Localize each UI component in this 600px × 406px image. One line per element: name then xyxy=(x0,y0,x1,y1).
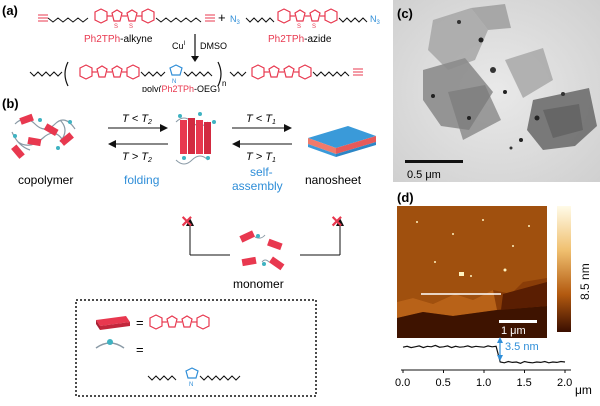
svg-text:N3: N3 xyxy=(370,14,381,26)
monomer-label: monomer xyxy=(233,277,284,291)
panel-b: (b) copolymer T < T2 T > T2 folding xyxy=(0,92,390,401)
x-tick-label: 2.0 xyxy=(557,377,572,389)
alkyne-name: Ph2TPh-alkyne xyxy=(84,34,153,45)
folded-stack-illustration xyxy=(175,112,216,165)
repeat-n: n xyxy=(222,79,226,88)
self-assembly-arrows xyxy=(232,124,292,148)
polymer-name: poly(Ph2TPh-OEG) xyxy=(142,84,220,92)
copolymer-illustration xyxy=(11,113,76,159)
self-assembly-label-line2: assembly xyxy=(232,179,283,193)
profile-x-unit: μm xyxy=(575,383,592,397)
x-tick-label: 1.0 xyxy=(476,377,491,389)
x-tick-label: 1.5 xyxy=(517,377,532,389)
svg-text:N3: N3 xyxy=(230,14,241,26)
panel-d: (d) 1 μm 8.5 nm 0.0 0.5 1.0 1.5 2.0 xyxy=(393,182,600,401)
panel-c-label: (c) xyxy=(397,6,413,21)
assembly-reverse-condition: T > T1 xyxy=(246,151,276,164)
monomer-pathway xyxy=(186,218,344,256)
azide-monomer-structure: N3 S S N3 xyxy=(230,8,381,30)
triazole-n-label: N xyxy=(172,79,176,85)
nanosheet-label: nanosheet xyxy=(305,173,362,187)
cross-mark-right: × xyxy=(331,211,343,233)
afm-scalebar-label: 1 μm xyxy=(501,325,526,337)
x-axis-ticks: 0.0 0.5 1.0 1.5 2.0 xyxy=(395,370,572,389)
panel-b-label: (b) xyxy=(2,96,19,111)
height-profile-chart: 0.0 0.5 1.0 1.5 2.0 xyxy=(395,344,572,389)
polymer-structure: N n xyxy=(29,61,363,88)
thiophene-s-label: S xyxy=(297,24,301,30)
legend-equals-1: = xyxy=(136,315,144,330)
x-tick-label: 0.5 xyxy=(436,377,451,389)
thiophene-s-label: S xyxy=(312,24,316,30)
step-height-label: 3.5 nm xyxy=(505,341,539,353)
folding-forward-condition: T < T2 xyxy=(122,113,152,126)
panel-a-label: (a) xyxy=(2,3,18,18)
nanosheet-illustration xyxy=(308,126,376,157)
x-tick-label: 0.0 xyxy=(395,377,410,389)
panel-d-label: (d) xyxy=(397,190,414,205)
tem-scalebar xyxy=(405,160,463,163)
cross-mark-left: × xyxy=(181,211,193,233)
panel-c: (c) 0.5 μm xyxy=(393,0,600,182)
tem-scalebar-label: 0.5 μm xyxy=(407,169,441,181)
solvent-label: DMSO xyxy=(200,41,227,51)
folding-label: folding xyxy=(124,173,159,187)
afm-height-image xyxy=(397,206,547,338)
copolymer-label: copolymer xyxy=(18,173,73,187)
plus-sign: + xyxy=(218,10,226,25)
catalyst-label: CuI xyxy=(172,41,186,51)
legend-triazole-n: N xyxy=(189,382,193,388)
afm-scalebar xyxy=(499,320,537,323)
folding-arrows xyxy=(108,124,168,148)
afm-colorbar xyxy=(557,206,571,332)
thiophene-s-label: S xyxy=(129,24,133,30)
height-profile-line xyxy=(402,344,566,364)
azide-name: Ph2TPh-azide xyxy=(268,34,332,45)
assembly-forward-condition: T < T1 xyxy=(246,113,276,126)
thiophene-s-label: S xyxy=(114,24,118,30)
structure-legend-box xyxy=(75,299,317,397)
tem-nanosheets xyxy=(423,4,597,150)
monomer-illustration xyxy=(239,230,285,271)
panel-a: (a) S S Ph2TPh-alkyne + N3 xyxy=(0,0,390,94)
folding-reverse-condition: T > T2 xyxy=(122,151,152,164)
afm-colorbar-label: 8.5 nm xyxy=(578,263,592,300)
legend-equals-2: = xyxy=(136,342,144,357)
alkyne-monomer-structure: S S xyxy=(38,8,215,30)
step-height-annotation xyxy=(497,337,503,361)
self-assembly-label-line1: self- xyxy=(250,165,273,179)
